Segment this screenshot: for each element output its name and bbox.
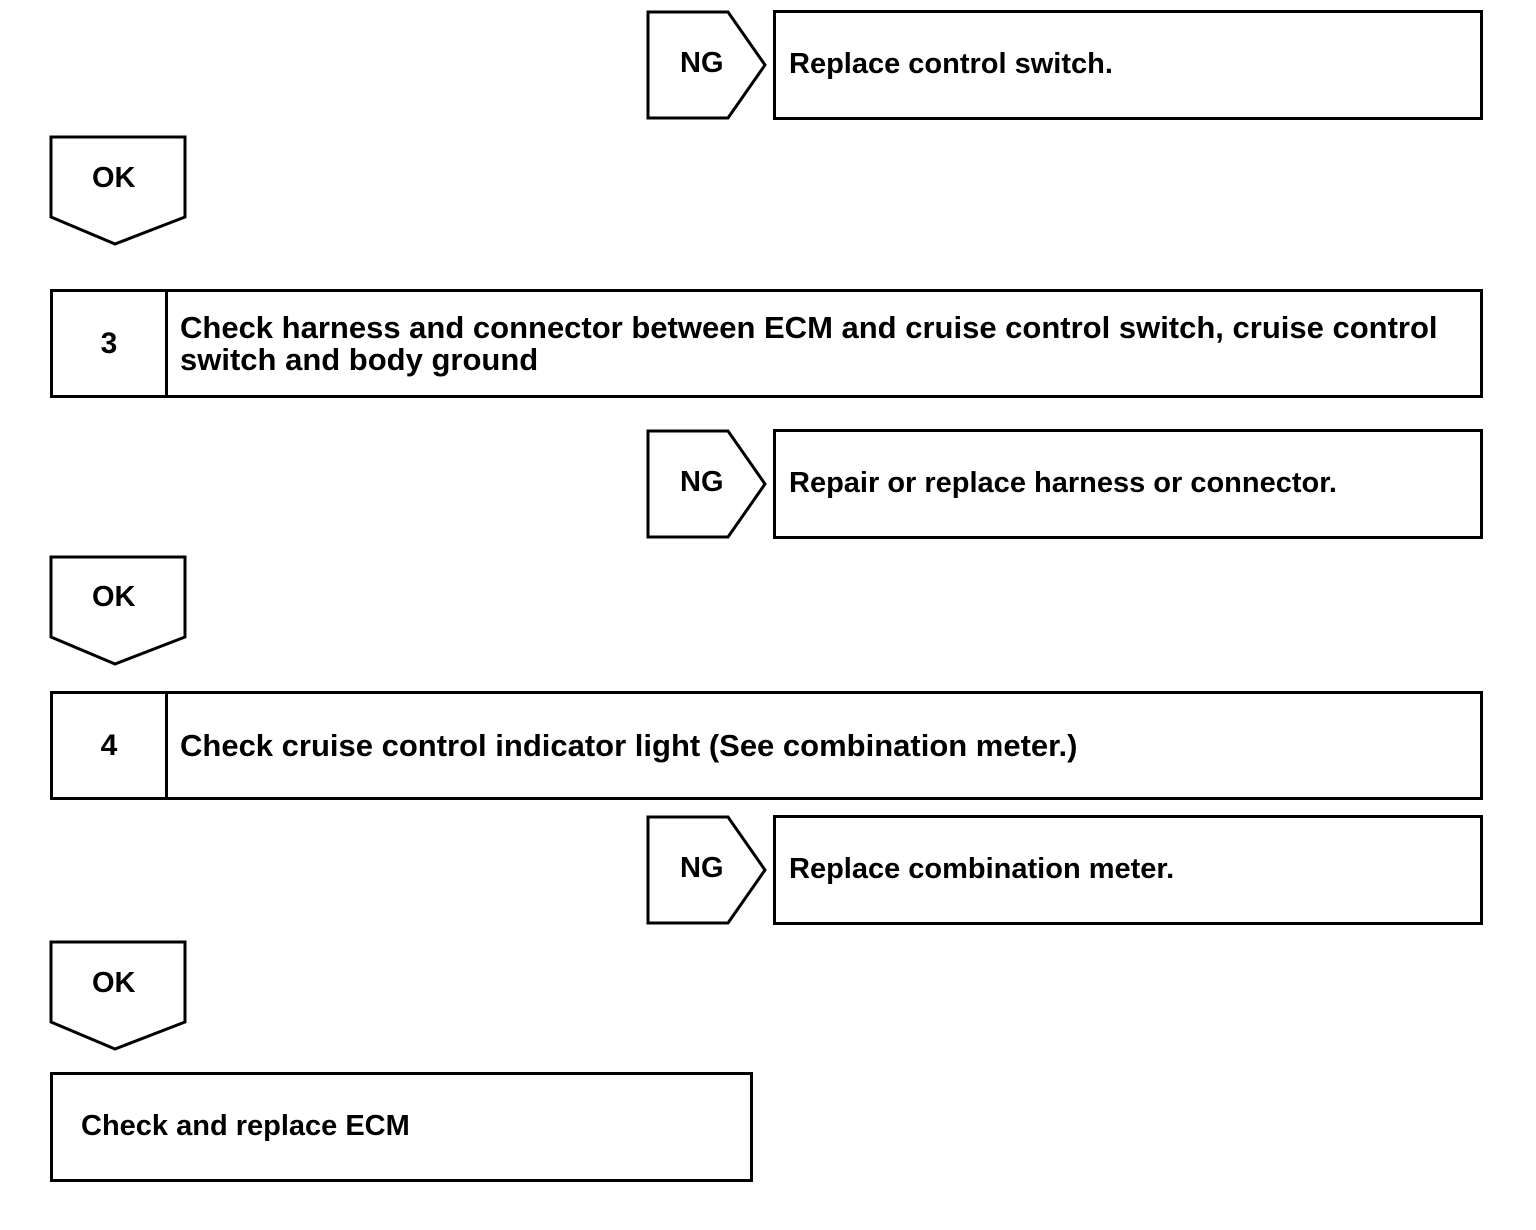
ok-label-3: OK [92,967,136,999]
result-box-replace-meter [773,815,1483,925]
result-box-repair-harness [773,429,1483,539]
result-text-repair-harness: Repair or replace harness or connector. [789,467,1337,499]
final-text: Check and replace ECM [81,1110,410,1142]
ng-arrow-1 [646,10,767,120]
ok-arrow-3 [49,940,187,1051]
ng-label-3: NG [680,852,724,884]
result-text-replace-control-switch: Replace control switch. [789,48,1113,80]
final-box [50,1072,753,1182]
ng-label-1: NG [680,47,724,79]
ng-arrow-3 [646,815,767,925]
step-3-box: 3 Check harness and connector between EC… [50,289,1483,398]
result-text-replace-meter: Replace combination meter. [789,853,1175,885]
ok-label-1: OK [92,162,136,194]
ok-label-2: OK [92,581,136,613]
step-3-number: 3 [53,292,168,395]
ng-label-2: NG [680,466,724,498]
step-4-number: 4 [53,694,168,797]
ok-arrow-2 [49,555,187,666]
step-4-text: Check cruise control indicator light (Se… [180,727,1078,763]
step-4-box: 4 Check cruise control indicator light (… [50,691,1483,800]
ok-arrow-1 [49,135,187,246]
result-box-replace-control-switch [773,10,1483,120]
ng-arrow-2 [646,429,767,539]
step-3-text: Check harness and connector between ECM … [180,309,1438,377]
